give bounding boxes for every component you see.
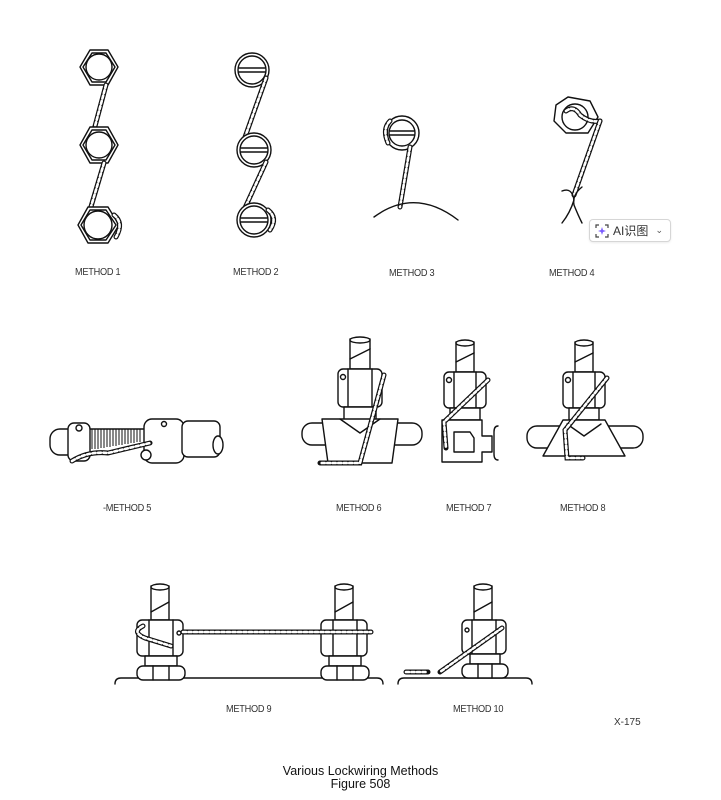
method-2-illustration [230, 50, 290, 240]
method-1-illustration [70, 45, 130, 245]
method-5-label: -METHOD 5 [103, 503, 152, 514]
method-8-label: METHOD 8 [560, 503, 606, 514]
method-2-label: METHOD 2 [233, 267, 279, 278]
method-5-illustration [48, 415, 224, 475]
method-3-illustration [370, 115, 465, 225]
method-6-label: METHOD 6 [336, 503, 382, 514]
ai-image-recognition-button[interactable]: AI识图 ⌄ [589, 219, 671, 242]
method-7-label: METHOD 7 [446, 503, 492, 514]
figure-title: Various Lockwiring Methods [282, 764, 439, 778]
method-9-label: METHOD 9 [226, 704, 272, 715]
method-3-label: METHOD 3 [389, 268, 435, 279]
method-1-label: METHOD 1 [75, 267, 121, 278]
figure-reference-code: X-175 [614, 717, 641, 728]
chevron-down-icon[interactable]: ⌄ [655, 225, 663, 235]
method-6-illustration [300, 335, 425, 466]
method-10-illustration [396, 580, 536, 690]
ai-button-label: AI识图 [613, 224, 649, 238]
method-4-label: METHOD 4 [549, 268, 595, 279]
sparkle-scan-icon [595, 223, 609, 238]
method-4-illustration [548, 95, 618, 230]
method-8-illustration [525, 339, 645, 465]
method-9-illustration [113, 580, 388, 690]
method-10-label: METHOD 10 [453, 704, 504, 715]
method-7-illustration [438, 339, 503, 465]
figure-number: Figure 508 [330, 777, 391, 791]
